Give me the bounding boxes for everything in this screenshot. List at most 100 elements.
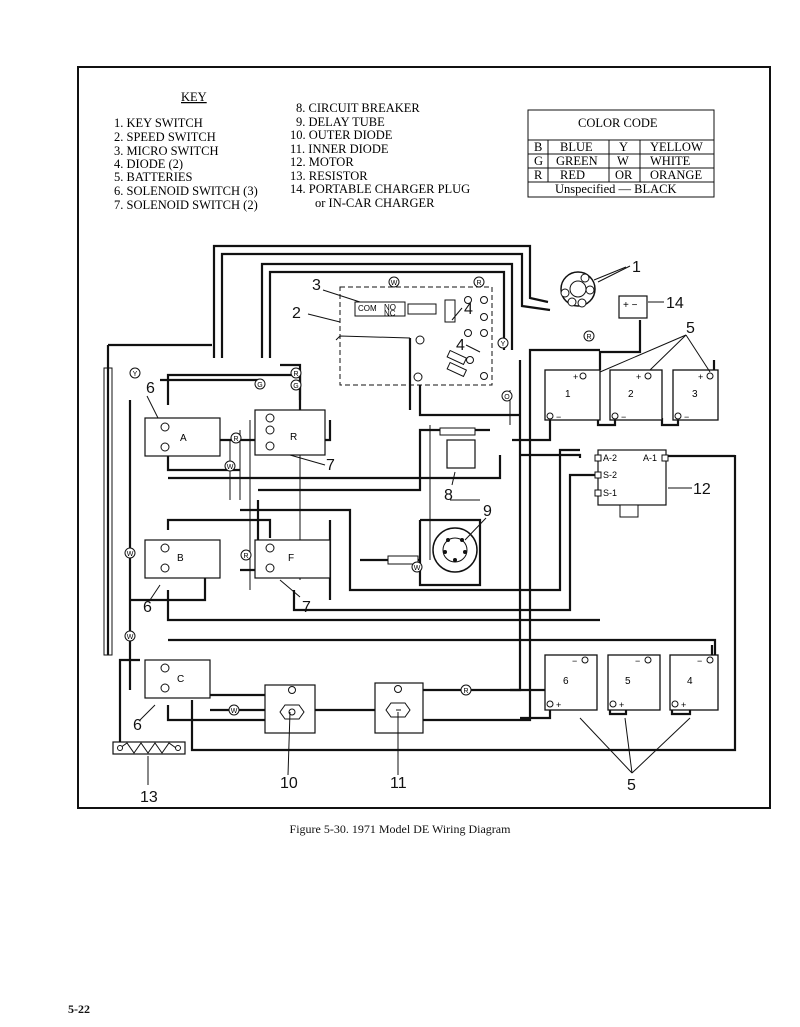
callout-8: 8 — [444, 487, 453, 504]
key-item-1: 1. KEY SWITCH — [114, 116, 203, 130]
wire-tag: O — [501, 390, 513, 402]
callout-3: 3 — [312, 277, 321, 294]
motor-a1: A-1 — [643, 453, 657, 463]
callout-14: 14 — [666, 295, 684, 312]
cc-color: GREEN — [556, 154, 598, 168]
battery-5: 5 − + — [607, 654, 661, 711]
wire-tag: R — [230, 432, 242, 444]
key-item-5: 5. BATTERIES — [114, 170, 193, 184]
callout-11: 11 — [390, 775, 407, 792]
svg-text:Y: Y — [501, 341, 506, 348]
svg-text:R: R — [243, 553, 248, 560]
battery-3-label: 3 — [692, 389, 698, 400]
cc-code: G — [534, 154, 543, 168]
charger-plug: + − — [618, 295, 648, 319]
key-item-14: 14. PORTABLE CHARGER PLUG — [290, 182, 470, 196]
circuit-breaker — [439, 427, 476, 469]
solenoid-f: F — [254, 539, 331, 579]
svg-text:W: W — [127, 551, 134, 558]
svg-text:W: W — [231, 708, 238, 715]
battery-3: 3 + − — [672, 369, 719, 422]
wire-tag: W — [224, 460, 236, 472]
key-item-6: 6. SOLENOID SWITCH (3) — [114, 184, 258, 198]
solenoid-b: B — [144, 539, 221, 579]
svg-text:R: R — [293, 371, 298, 378]
callout-4b: 4 — [456, 337, 465, 354]
motor: A-2 A-1 S-2 S-1 — [594, 449, 669, 518]
motor-a2: A-2 — [603, 453, 617, 463]
cc-color: RED — [560, 168, 585, 182]
svg-text:G: G — [257, 382, 262, 389]
wire-tag: W — [228, 704, 240, 716]
color-code-table: COLOR CODE B BLUE Y YELLOW G GREEN W WHI… — [527, 109, 715, 198]
wire-tag: R — [290, 367, 302, 379]
battery-4: 4 − + — [669, 654, 719, 711]
wire-tags: W R Y Y G R G R W R O W W R W W R — [124, 276, 595, 716]
key-item-12: 12. MOTOR — [290, 155, 354, 169]
wire-tag: Y — [129, 367, 141, 379]
cc-color: BLUE — [560, 140, 593, 154]
svg-text:−: − — [572, 656, 577, 666]
solenoid-c-label: C — [177, 674, 184, 685]
key-item-2: 2. SPEED SWITCH — [114, 130, 216, 144]
callout-numbers: 1 3 2 4 4 14 5 6 7 8 12 9 6 7 6 10 11 13… — [133, 259, 711, 806]
svg-text:R: R — [463, 688, 468, 695]
callout-10: 10 — [280, 775, 298, 792]
battery-6-label: 6 — [563, 676, 569, 687]
svg-text:−: − — [621, 412, 626, 422]
svg-text:+ −: + − — [623, 300, 638, 311]
figure-caption: Figure 5-30. 1971 Model DE Wiring Diagra… — [289, 822, 511, 836]
wire-tag: Y — [497, 337, 509, 349]
solenoid-c: C — [144, 659, 211, 699]
svg-text:+: + — [681, 700, 686, 710]
color-code-title: COLOR CODE — [578, 116, 658, 130]
key-item-10: 10. OUTER DIODE — [290, 128, 393, 142]
motor-s2: S-2 — [603, 470, 617, 480]
key-item-3: 3. MICRO SWITCH — [114, 144, 219, 158]
wire-tag: W — [124, 630, 136, 642]
cc-color: WHITE — [650, 154, 691, 168]
key-switch — [560, 266, 627, 308]
key-legend: KEY 1. KEY SWITCH 2. SPEED SWITCH 3. MIC… — [114, 90, 470, 212]
battery-2: 2 + − — [609, 369, 663, 422]
solenoid-r-label: R — [290, 432, 297, 443]
battery-2-label: 2 — [628, 389, 634, 400]
micro-switch-nc: NC — [384, 309, 396, 318]
page-number: 5-22 — [68, 1002, 90, 1016]
svg-text:+: + — [636, 372, 641, 382]
battery-1-label: 1 — [565, 389, 571, 400]
cc-code: B — [534, 140, 542, 154]
cc-code: R — [534, 168, 543, 182]
callout-9: 9 — [483, 503, 492, 520]
solenoid-b-label: B — [177, 553, 184, 564]
callout-1: 1 — [632, 259, 641, 276]
svg-text:O: O — [504, 394, 510, 401]
cc-code: Y — [619, 140, 628, 154]
wire-tag: G — [290, 379, 302, 391]
svg-text:R: R — [233, 436, 238, 443]
callout-7a: 7 — [326, 457, 335, 474]
svg-text:W: W — [227, 464, 234, 471]
key-title: KEY — [181, 90, 207, 104]
battery-1: 1 + − — [544, 369, 601, 422]
key-item-13: 13. RESISTOR — [290, 169, 368, 183]
cc-code: W — [617, 154, 629, 168]
key-item-7: 7. SOLENOID SWITCH (2) — [114, 198, 258, 212]
callout-12: 12 — [693, 481, 711, 498]
wire-tag: G — [254, 378, 266, 390]
battery-4-label: 4 — [687, 676, 693, 687]
svg-text:−: − — [556, 412, 561, 422]
solenoid-f-label: F — [288, 553, 294, 564]
callouts — [139, 265, 711, 785]
key-item-4: 4. DIODE (2) — [114, 157, 183, 171]
diagram-frame — [77, 66, 771, 809]
svg-text:+: + — [698, 372, 703, 382]
inner-diode — [374, 682, 424, 734]
solenoid-r: R — [254, 409, 326, 456]
svg-text:−: − — [635, 656, 640, 666]
callout-6b: 6 — [143, 599, 152, 616]
key-item-8: 8. CIRCUIT BREAKER — [296, 101, 420, 115]
motor-s1: S-1 — [603, 488, 617, 498]
svg-text:+: + — [556, 700, 561, 710]
callout-5a: 5 — [686, 320, 695, 337]
